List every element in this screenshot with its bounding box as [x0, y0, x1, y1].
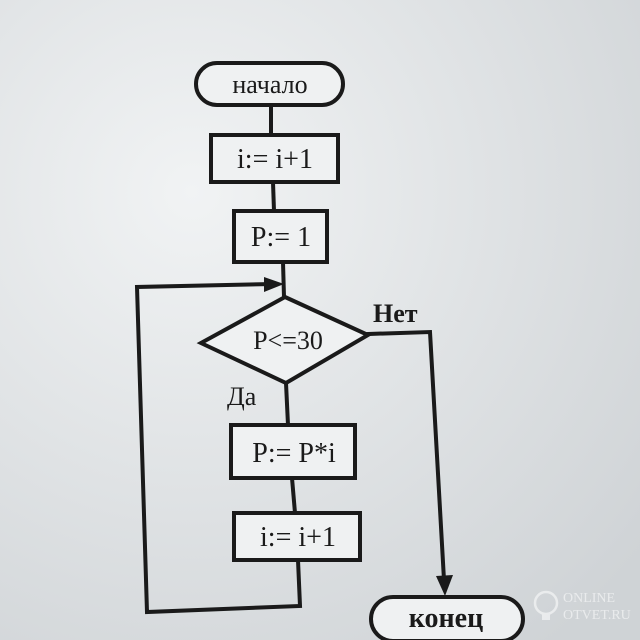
edge-cond-no-to-end: [365, 329, 447, 583]
decision-condition: P<=30: [196, 294, 373, 386]
loop-arrowhead: [264, 277, 284, 292]
process-init-i-label: i:= i+1: [237, 144, 313, 175]
edge-mult-to-inc-i: [289, 475, 298, 516]
end-terminator: конец: [369, 595, 525, 640]
watermark: ONLINE OTVET.RU: [533, 590, 631, 623]
start-label: начало: [232, 70, 307, 99]
start-terminator: начало: [194, 61, 345, 107]
connectors: [134, 102, 447, 615]
edge-init-p-to-cond: [280, 259, 287, 300]
end-label: конец: [409, 603, 483, 634]
process-init-i: i:= i+1: [209, 133, 340, 184]
watermark-line1: ONLINE: [563, 591, 615, 606]
process-init-p-label: P:= 1: [251, 222, 311, 253]
process-increment-i-label: i:= i+1: [260, 522, 336, 553]
edge-label-no: Нет: [373, 299, 418, 328]
process-multiply: P:= P*i: [229, 423, 357, 480]
watermark-line2: OTVET.RU: [563, 608, 631, 623]
process-init-p: P:= 1: [232, 209, 329, 264]
edge-init-i-to-init-p: [270, 179, 277, 214]
end-arrowhead: [436, 575, 453, 596]
process-multiply-label: P:= P*i: [252, 438, 336, 469]
process-increment-i: i:= i+1: [232, 511, 362, 562]
edge-loop-back: [134, 281, 303, 615]
decision-condition-label: P<=30: [253, 326, 323, 355]
edge-label-yes: Да: [227, 382, 257, 411]
edge-cond-to-mult: [283, 380, 291, 428]
